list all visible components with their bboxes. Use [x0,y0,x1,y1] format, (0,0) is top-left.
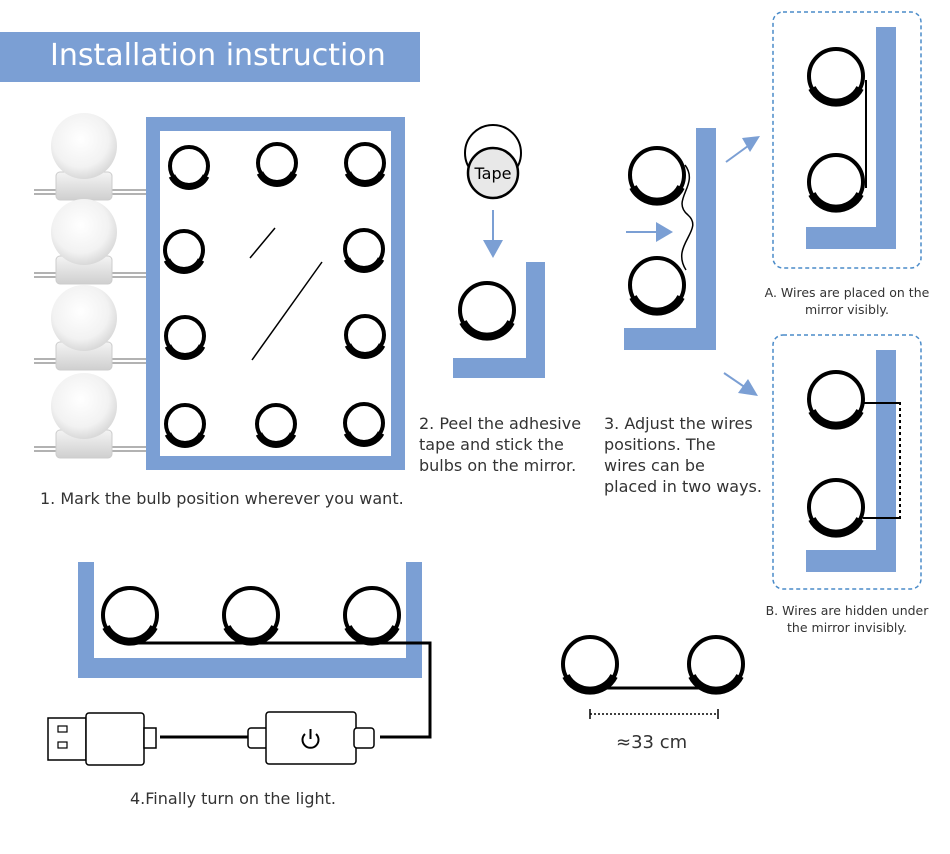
bulb-photo-3 [34,285,150,371]
arrow-icon [483,210,503,258]
bulb-photo-2 [34,199,150,285]
spacing-label: ≈33 cm [616,732,688,753]
arrow-icon [626,222,673,242]
bulb-icon [222,586,280,646]
bulb-icon [628,256,686,316]
arrow-icon [723,372,758,396]
step-3-label: 3. Adjust the wires positions. The wires… [604,414,762,496]
strip-wire [128,641,432,739]
step-1-label: 1. Mark the bulb position wherever you w… [40,489,404,508]
bulb-icon [807,478,865,538]
bulb-photo-1 [34,113,150,201]
page-title: Installation instruction [50,38,386,73]
bulb-photo-4 [34,373,150,459]
bulb-icon [807,47,865,107]
option-b-label: B. Wires are hidden under the mirror inv… [765,603,929,635]
spacing-diagram [561,635,745,719]
option-a-frame [772,11,922,269]
usb-plug-icon [47,712,157,766]
step-2-label: 2. Peel the adhesive tape and stick the … [419,414,582,475]
wire-wavy [680,164,694,271]
bulb-icon [458,281,516,341]
bulb-icon [343,586,401,646]
option-a-label: A. Wires are placed on the mirror visibl… [764,285,930,317]
bulb-icon [628,146,686,206]
mirror-bottom-frame [78,562,422,678]
bulb-icon [101,586,159,646]
bulb-icon [807,370,865,430]
tape-icon: Tape [464,124,522,200]
title-banner [0,32,420,82]
power-icon [301,729,320,749]
arrow-icon [725,136,760,163]
option-b-frame [772,334,922,590]
mirror-corner-step3 [624,128,716,350]
step-4-label: 4.Finally turn on the light. [130,789,336,808]
bulb-icon [687,635,745,695]
mirror-bulb-marks [163,142,386,448]
bulb-icon [561,635,619,695]
tape-label: Tape [474,164,512,183]
mirror-corner-step2 [453,262,545,378]
touch-switch-icon [247,711,375,765]
bulb-icon [807,153,865,213]
